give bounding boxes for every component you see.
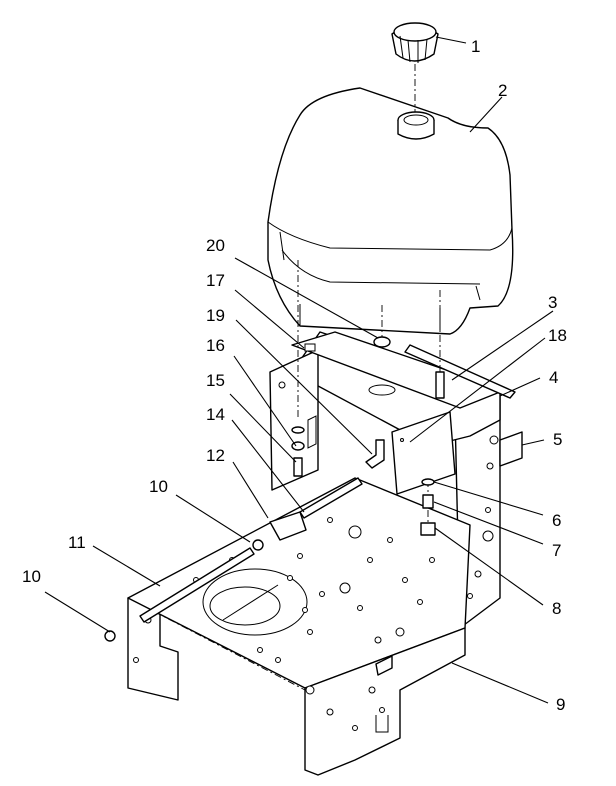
callout-10-upper: 10 (149, 477, 168, 496)
fuel-tank (267, 87, 514, 335)
callout-3: 3 (548, 293, 557, 312)
callout-labels: 1 2 3 4 5 6 7 8 9 10 10 11 12 14 15 16 1… (22, 37, 567, 714)
callout-1: 1 (471, 37, 480, 56)
hardware (104, 336, 445, 642)
callout-14: 14 (206, 405, 225, 424)
callout-20: 20 (206, 236, 225, 255)
callout-6: 6 (552, 511, 561, 530)
callout-10-lower: 10 (22, 567, 41, 586)
frame (127, 331, 506, 776)
callout-18: 18 (548, 326, 567, 345)
callout-11: 11 (68, 533, 86, 552)
callout-15: 15 (206, 371, 225, 390)
callout-17: 17 (206, 271, 225, 290)
callout-12: 12 (206, 446, 225, 465)
callout-2: 2 (498, 81, 507, 100)
leader-lines (44, 36, 554, 704)
callout-8: 8 (552, 599, 561, 618)
fuel-cap (391, 22, 439, 63)
bracket (391, 411, 456, 495)
callout-19: 19 (206, 306, 225, 325)
callout-4: 4 (549, 368, 558, 387)
callout-16: 16 (206, 336, 225, 355)
callout-7: 7 (552, 541, 561, 560)
callout-9: 9 (556, 695, 565, 714)
bracket (499, 431, 523, 467)
strap (404, 344, 516, 399)
callout-5: 5 (553, 430, 562, 449)
